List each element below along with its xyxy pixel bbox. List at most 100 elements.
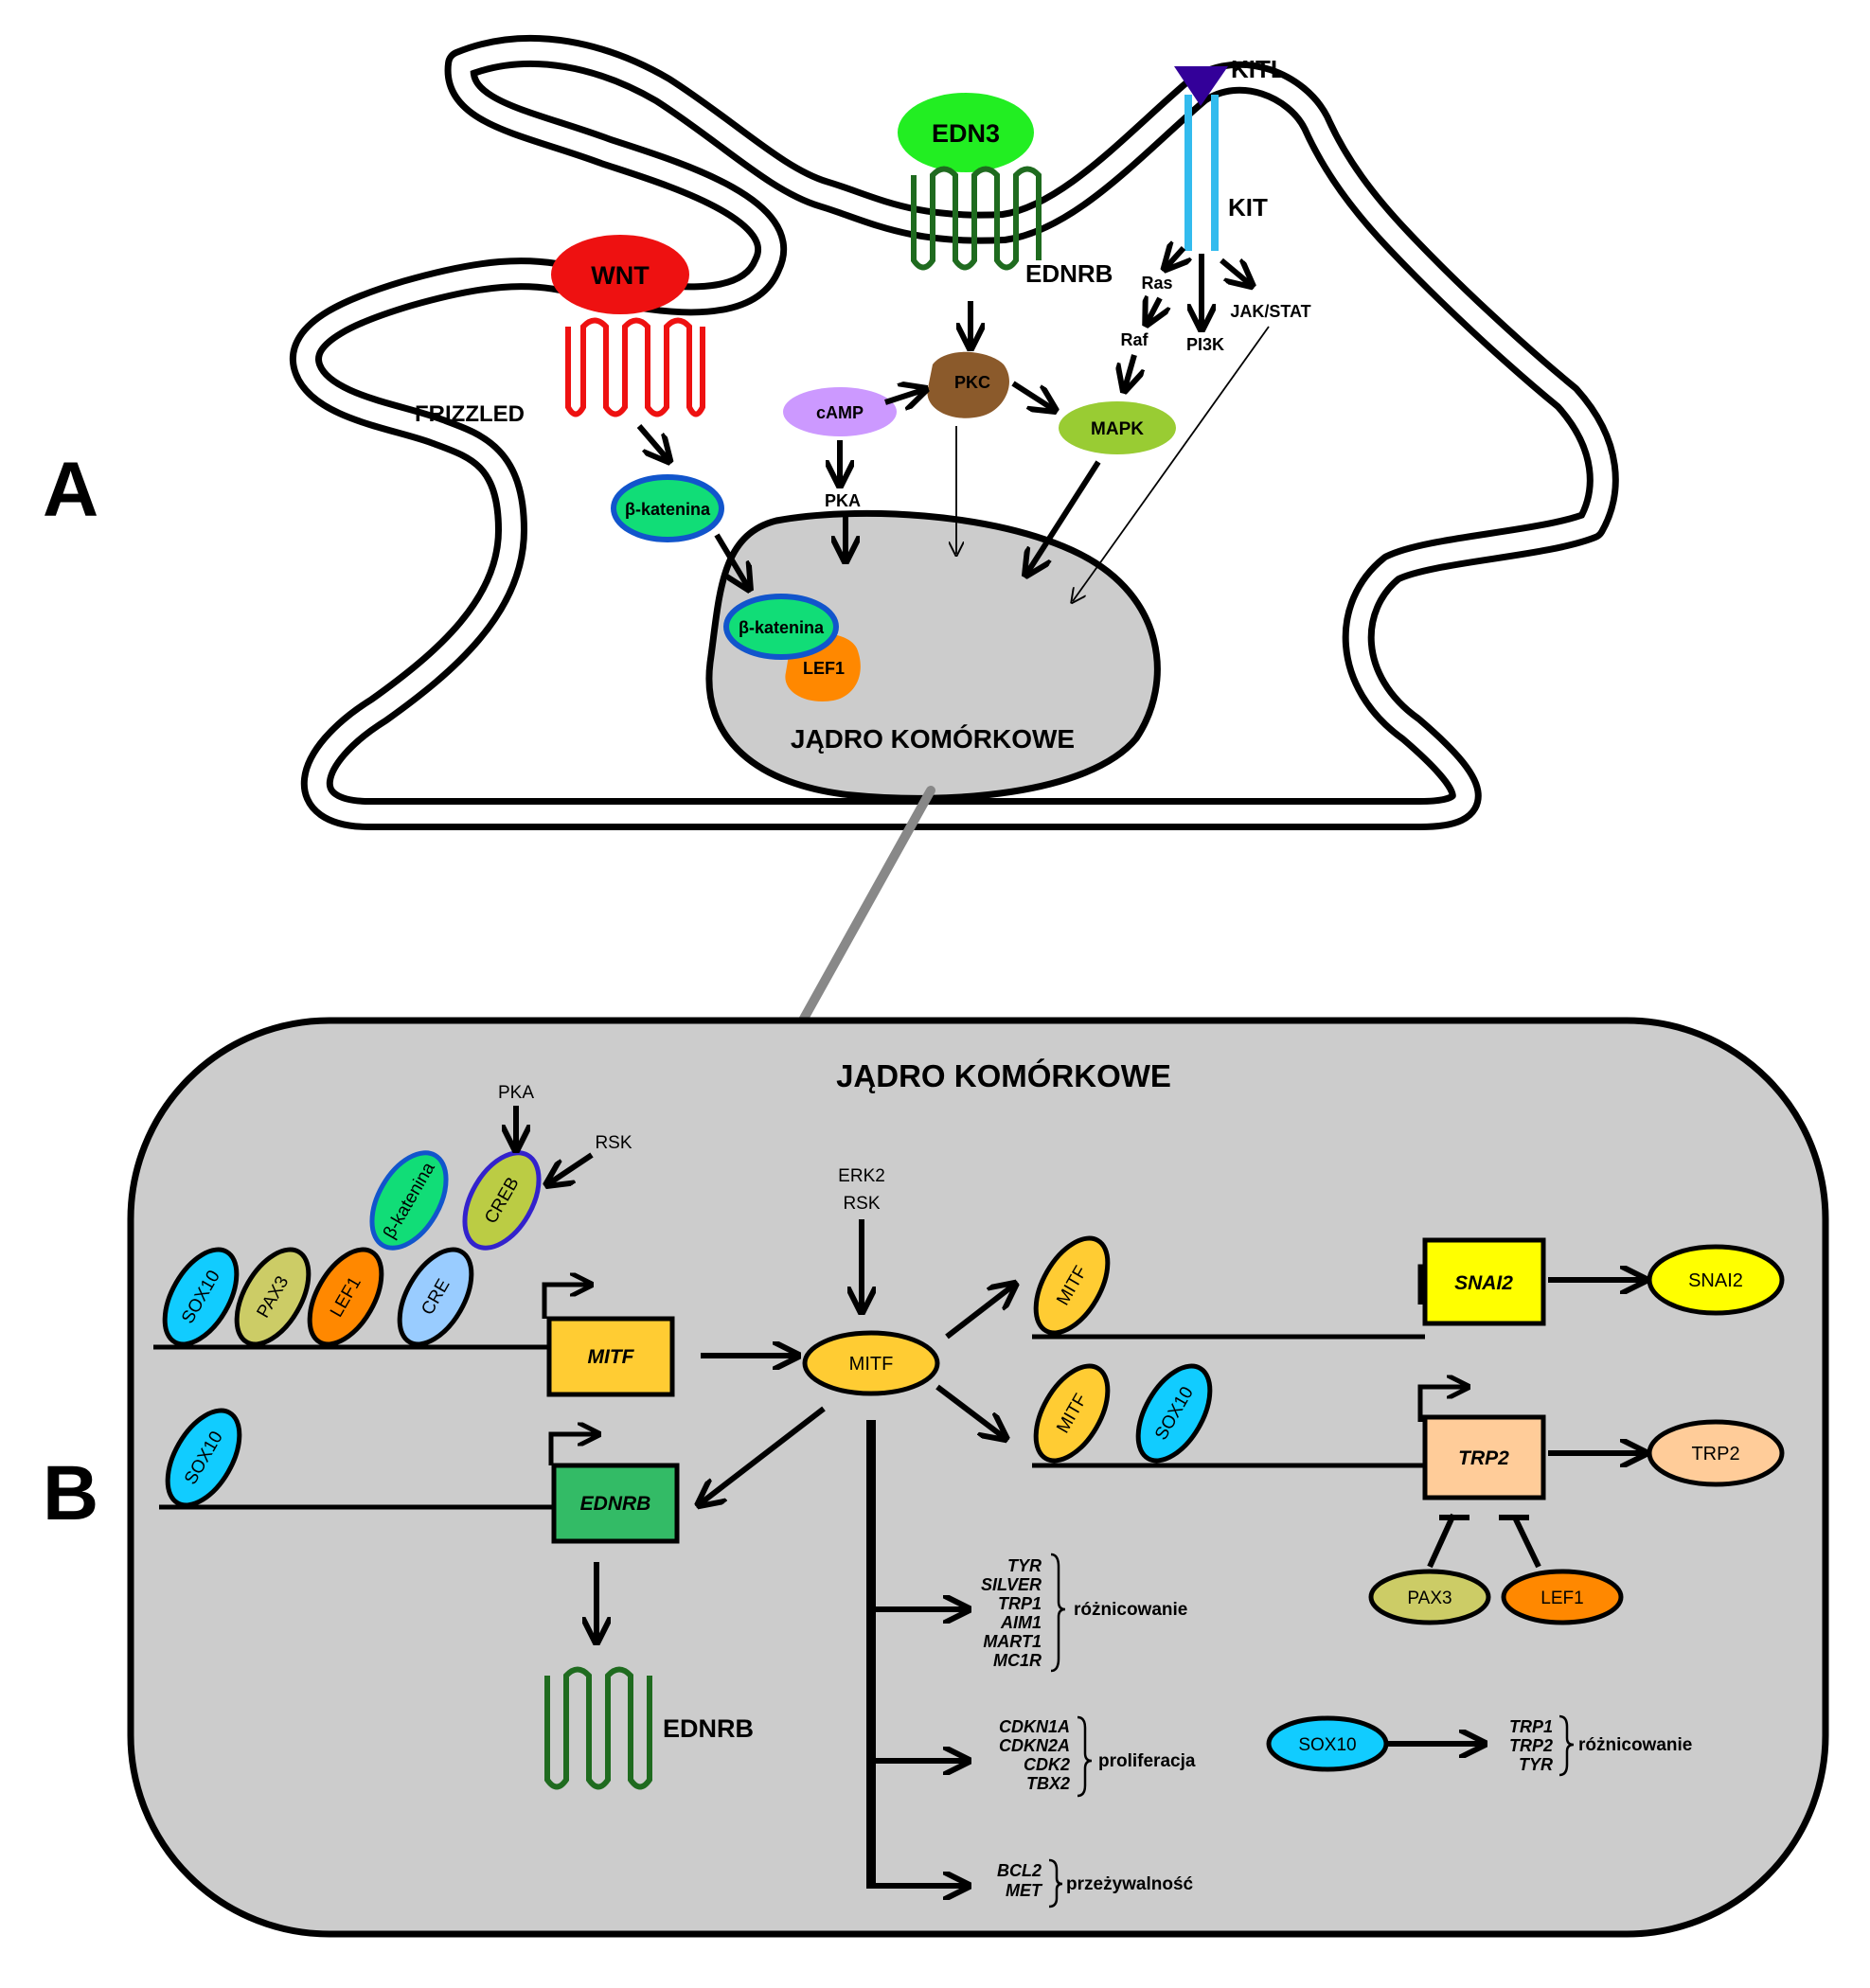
mitf-gene: [546, 1316, 675, 1397]
surv-label: przeżywalność: [1066, 1874, 1194, 1894]
lef1-factor-a: LEF1: [307, 1247, 384, 1347]
rsk-mitf-label: RSK: [843, 1194, 880, 1214]
sox10-factor-c: [1266, 1715, 1389, 1772]
diff-label: różnicowanie: [1074, 1600, 1187, 1620]
sox10-brace: [1558, 1714, 1575, 1777]
nucleus-b-title: JĄDRO KOMÓRKOWE: [836, 1058, 1171, 1093]
diff-gene: AIM1: [1000, 1613, 1042, 1632]
beta-catenin-nucleus: [723, 594, 839, 660]
creb-arrows: [516, 1106, 594, 1183]
pkc-node: [927, 351, 1009, 418]
raf-label: Raf: [1120, 330, 1149, 349]
mitf-tss: [542, 1285, 589, 1319]
sox10-c-label: SOX10: [1298, 1735, 1356, 1755]
edn-arrows: [636, 301, 1101, 587]
pi3k-label: PI3K: [1186, 335, 1224, 354]
prolif-label: proliferacja: [1098, 1751, 1196, 1771]
diff-brace: [1050, 1553, 1066, 1673]
snai2-gene-label: SNAI2: [1454, 1272, 1513, 1294]
beta-catenin-nucleus-label: β-katenina: [739, 618, 825, 637]
surv-gene-list: BCL2 MET: [997, 1861, 1043, 1900]
pax3-factor-a: PAX3: [234, 1247, 312, 1347]
surv-gene: BCL2: [997, 1861, 1042, 1880]
trp2-protein-label: TRP2: [1691, 1444, 1739, 1464]
camp-label: cAMP: [816, 403, 864, 422]
kit-label: KIT: [1228, 193, 1268, 222]
prolif-gene-list: CDKN1A CDKN2A CDK2 TBX2: [999, 1717, 1070, 1793]
trp2-protein: [1647, 1419, 1785, 1487]
dna-strands: [153, 1334, 1425, 1510]
mapk-node: [1059, 401, 1176, 454]
pax3-b-label: PAX3: [1407, 1589, 1451, 1608]
ednrb-gene-label: EDNRB: [580, 1493, 651, 1515]
snai2-gene: [1422, 1237, 1546, 1326]
pka-label-a: PKA: [825, 491, 861, 510]
frizzled-label: FRIZZLED: [415, 401, 525, 427]
sox10-target: TRP2: [1509, 1736, 1553, 1755]
sox10-target: TYR: [1519, 1755, 1553, 1774]
diff-gene: MART1: [983, 1632, 1042, 1651]
nucleus-b: [127, 1017, 1829, 1938]
wnt-ligand: [551, 235, 689, 314]
snai2-protein: [1647, 1244, 1785, 1316]
trp2-gene: [1422, 1414, 1546, 1500]
kitl-ligand: [1174, 66, 1228, 106]
mitf-factor-snai2: MITF: [1033, 1235, 1111, 1336]
kitl-label: KITL: [1231, 55, 1286, 83]
diff-gene: SILVER: [981, 1575, 1042, 1594]
sox10-factor-b: SOX10: [165, 1408, 242, 1508]
creb-factor: CREB: [462, 1150, 542, 1251]
jak-stat-label: JAK/STAT: [1230, 302, 1310, 321]
mitf-protein: [802, 1330, 940, 1396]
surv-brace: [1048, 1858, 1063, 1908]
diff-gene: TYR: [1007, 1556, 1042, 1575]
mitf-target-branches: [866, 1420, 966, 1889]
prolif-gene: CDKN1A: [999, 1717, 1070, 1736]
pkc-label: PKC: [954, 373, 990, 392]
beta-catenin-factor: β-katenina: [369, 1150, 449, 1251]
pax3-factor-b: [1368, 1569, 1491, 1625]
lef1-b-label: LEF1: [1541, 1589, 1583, 1608]
lef1-nucleus-label: LEF1: [803, 659, 845, 678]
trp2-tss: [1417, 1387, 1466, 1422]
ednrb-receptor-a: [911, 166, 1042, 271]
sox10-target-label: różnicowanie: [1578, 1735, 1692, 1755]
nucleus-a-label: JĄDRO KOMÓRKOWE: [791, 724, 1075, 754]
snai2-protein-label: SNAI2: [1688, 1270, 1743, 1291]
camp-node: [783, 387, 897, 436]
frizzled-receptor: [565, 317, 705, 417]
edn3-label: EDN3: [932, 119, 1000, 148]
prolif-gene: CDK2: [1024, 1755, 1070, 1774]
sox10-factor-a: SOX10: [162, 1247, 240, 1347]
thin-arrows: [956, 326, 1270, 601]
mitf-gene-label: MITF: [588, 1346, 635, 1368]
prolif-gene: CDKN2A: [999, 1736, 1070, 1755]
trp2-inhibitors: [1427, 1513, 1541, 1569]
lef1-factor-b: [1501, 1569, 1624, 1625]
mitf-arrows: [597, 1219, 1643, 1744]
cre-element: CRE: [397, 1247, 474, 1347]
prolif-brace: [1077, 1715, 1093, 1798]
erk2-label: ERK2: [838, 1166, 885, 1186]
ednrb-gene: [551, 1463, 680, 1544]
mitf-factor-trp2: MITF: [1033, 1363, 1111, 1464]
diff-gene: TRP1: [998, 1594, 1042, 1613]
sox10-target-list: TRP1 TRP2 TYR: [1509, 1717, 1553, 1774]
mitf-promoter-factors: SOX10 PAX3 LEF1 CRE β-katenina CREB: [162, 1150, 542, 1347]
trp2-gene-label: TRP2: [1458, 1447, 1509, 1469]
rsk-label-b: RSK: [595, 1133, 632, 1153]
ednrb-tss: [548, 1434, 597, 1465]
panel-label-b: B: [43, 1450, 98, 1536]
prolif-gene: TBX2: [1026, 1774, 1070, 1793]
ednrb-label-a: EDNRB: [1025, 259, 1113, 288]
diff-gene: MC1R: [993, 1651, 1042, 1670]
ednrb-receptor-label: EDNRB: [663, 1714, 754, 1743]
beta-catenin-cytoplasm: [611, 474, 724, 542]
sox10-factor-trp2: SOX10: [1135, 1363, 1213, 1464]
ras-label: Ras: [1141, 274, 1172, 293]
mitf-protein-label: MITF: [849, 1354, 894, 1375]
wnt-label: WNT: [591, 261, 650, 290]
surv-gene: MET: [1006, 1881, 1043, 1900]
ednrb-receptor-b: [544, 1666, 652, 1790]
